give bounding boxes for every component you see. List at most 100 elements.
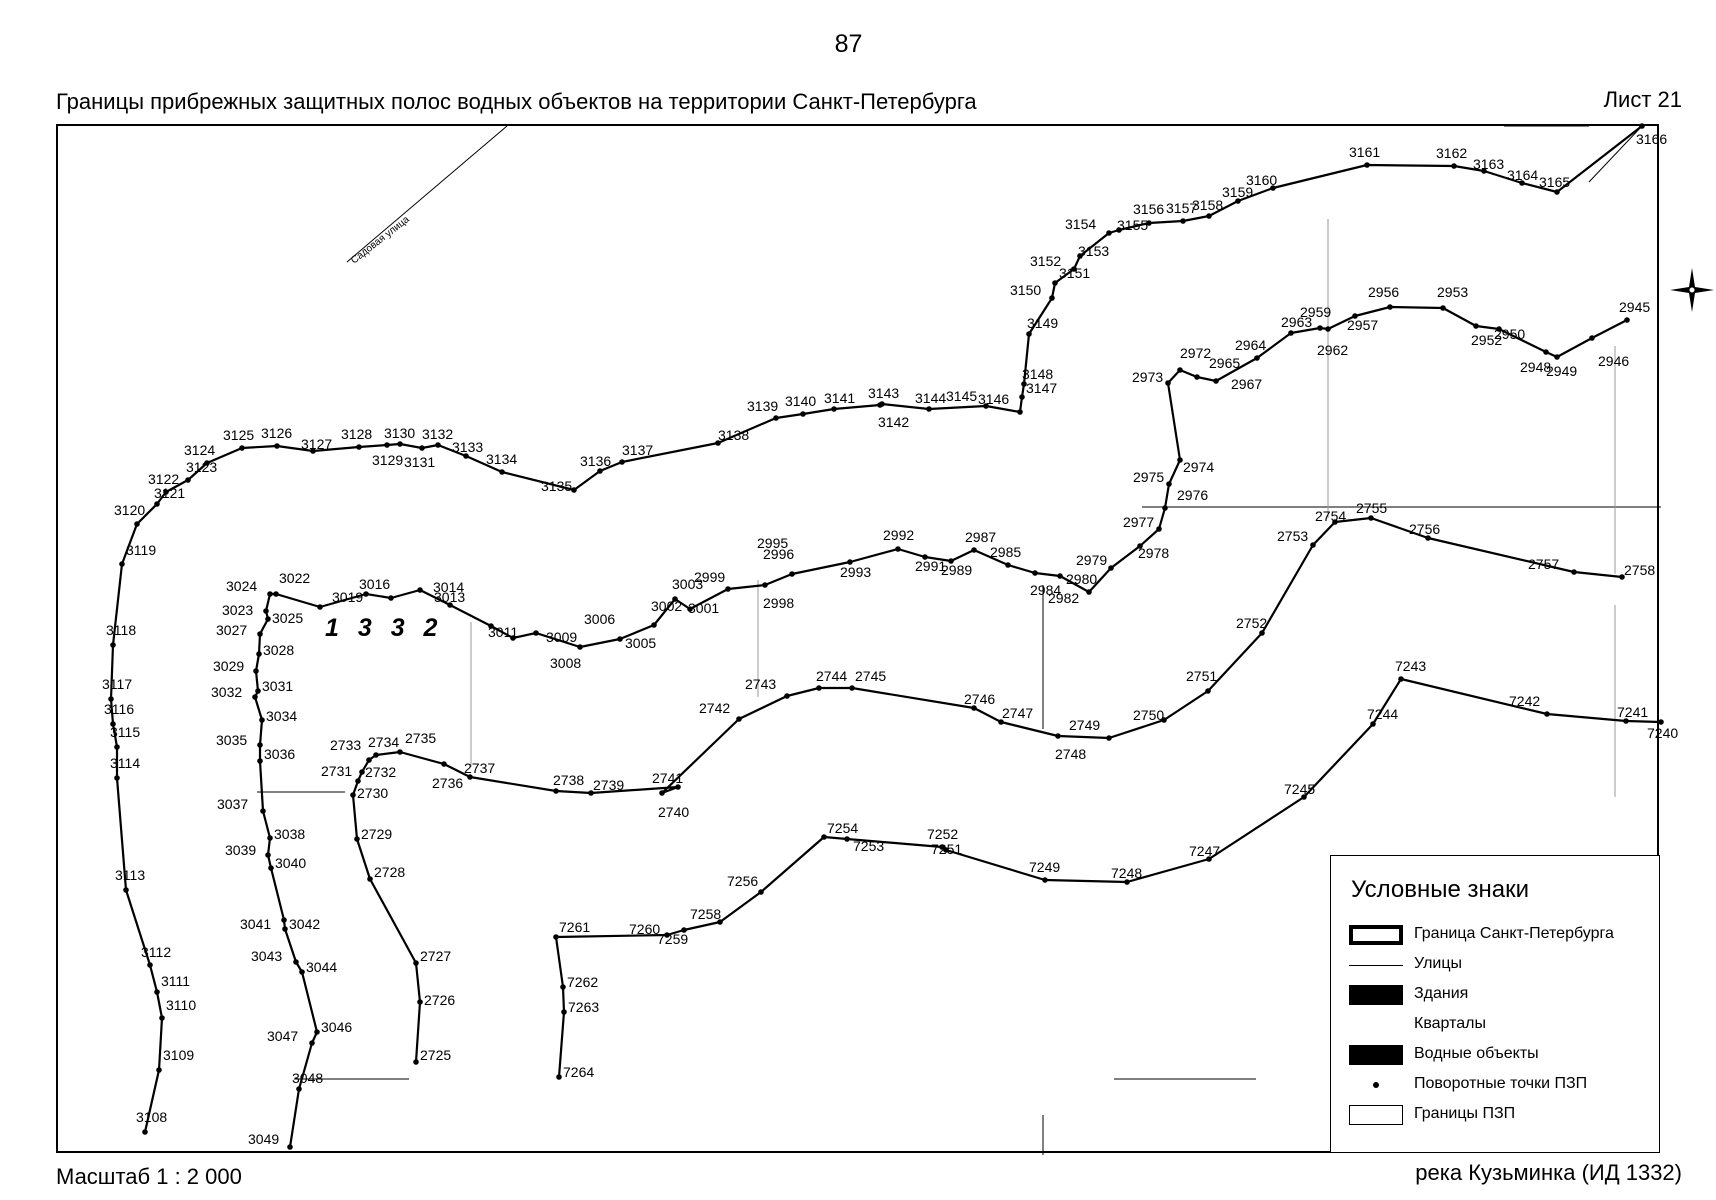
turning-point xyxy=(1162,505,1168,511)
turning-point xyxy=(1180,218,1186,224)
turning-point-label: 3135 xyxy=(541,478,572,494)
turning-point-label: 2949 xyxy=(1546,363,1577,379)
turning-point-label: 3116 xyxy=(104,701,134,717)
turning-point xyxy=(895,546,901,552)
turning-point-label: 3122 xyxy=(148,471,179,487)
turning-point-label: 3140 xyxy=(785,393,816,409)
turning-point-label: 3110 xyxy=(166,997,196,1013)
turning-point-label: 7247 xyxy=(1189,843,1220,859)
turning-point xyxy=(268,865,274,871)
legend-item-city-boundary: Граница Санкт-Петербурга xyxy=(1331,921,1661,949)
turning-point xyxy=(1055,733,1061,739)
turning-point-label: 3109 xyxy=(163,1047,194,1063)
turning-point xyxy=(1270,185,1276,191)
turning-point xyxy=(1032,570,1038,576)
turning-point xyxy=(617,636,623,642)
turning-point-label: 3129 xyxy=(372,452,403,468)
turning-point-label: 3047 xyxy=(267,1028,298,1044)
turning-point xyxy=(114,775,120,781)
turning-point-label: 7260 xyxy=(629,921,660,937)
sheet-label: Лист 21 xyxy=(1603,87,1682,112)
turning-point xyxy=(441,761,447,767)
turning-point xyxy=(367,876,373,882)
turning-point-label: 2993 xyxy=(840,564,871,580)
turning-point-label: 3157 xyxy=(1166,200,1197,216)
turning-point-label: 2754 xyxy=(1315,508,1346,524)
legend-label: Улицы xyxy=(1414,955,1463,972)
city-boundary-symbol xyxy=(1349,925,1403,945)
turning-point-label: 3139 xyxy=(747,398,778,414)
turning-point-label: 2996 xyxy=(763,546,794,562)
turning-point xyxy=(1021,381,1027,387)
legend-label: Кварталы xyxy=(1414,1015,1486,1032)
turning-point xyxy=(263,608,269,614)
turning-point xyxy=(844,836,850,842)
turning-point-label: 2963 xyxy=(1281,314,1312,330)
turning-point xyxy=(926,406,932,412)
turning-point-label: 3002 xyxy=(651,598,682,614)
turning-point-label: 3133 xyxy=(452,439,483,455)
turning-point-label: 3154 xyxy=(1065,216,1096,232)
turning-point xyxy=(588,790,594,796)
turning-point xyxy=(556,1074,562,1080)
turning-point-label: 2748 xyxy=(1055,746,1086,762)
turning-point xyxy=(1017,409,1023,415)
turning-point xyxy=(1106,735,1112,741)
turning-point xyxy=(939,844,945,850)
turning-point xyxy=(784,693,790,699)
turning-point xyxy=(1206,856,1212,862)
turning-point xyxy=(350,792,356,798)
turning-point xyxy=(110,721,116,727)
turning-point xyxy=(282,926,288,932)
turning-point-label: 2750 xyxy=(1133,707,1164,723)
turning-point-label: 7261 xyxy=(559,919,590,935)
turning-point xyxy=(397,749,403,755)
turning-point-label: 3034 xyxy=(266,708,297,724)
turning-point-label: 2728 xyxy=(374,864,405,880)
turning-point-label: 2976 xyxy=(1177,487,1208,503)
turning-point-label: 3029 xyxy=(213,658,244,674)
turning-point xyxy=(1288,330,1294,336)
turning-point-label: 3155 xyxy=(1117,217,1148,233)
turning-point xyxy=(1108,565,1114,571)
turning-point xyxy=(1554,354,1560,360)
turning-point-label: 3142 xyxy=(878,414,909,430)
turning-point-label: 2725 xyxy=(420,1047,451,1063)
turning-point-label: 2959 xyxy=(1300,304,1331,320)
turning-point xyxy=(310,448,316,454)
turning-point xyxy=(384,442,390,448)
turning-point-label: 7262 xyxy=(567,974,598,990)
turning-point-label: 2755 xyxy=(1356,500,1387,516)
turning-point-label: 2991 xyxy=(915,558,946,574)
turning-point-label: 3025 xyxy=(272,610,303,626)
turning-point-label: 3137 xyxy=(622,442,653,458)
turning-point xyxy=(725,586,731,592)
street-line xyxy=(346,125,508,263)
turning-point-label: 3005 xyxy=(625,635,656,651)
turning-point-label: 2745 xyxy=(855,668,886,684)
turning-point-label: 3113 xyxy=(115,867,145,883)
turning-point xyxy=(314,1029,320,1035)
turning-point xyxy=(1254,355,1260,361)
turning-point xyxy=(253,668,259,674)
turning-point-label: 2957 xyxy=(1347,317,1378,333)
turning-point-label: 2982 xyxy=(1048,590,1079,606)
turning-point xyxy=(533,630,539,636)
turning-point xyxy=(309,1040,315,1046)
turning-point xyxy=(142,1129,148,1135)
point-symbol xyxy=(1373,1082,1379,1088)
turning-point xyxy=(687,606,693,612)
map-canvas[interactable]: Садовая улица 31083109311031113112311331… xyxy=(58,123,1678,1155)
turning-point xyxy=(664,932,670,938)
turning-point-label: 7264 xyxy=(563,1064,594,1080)
turning-point-label: 3048 xyxy=(292,1070,323,1086)
turning-point-label: 3001 xyxy=(688,600,719,616)
turning-point xyxy=(1658,719,1664,725)
turning-point-label: 2985 xyxy=(990,544,1021,560)
turning-point-label: 2946 xyxy=(1598,353,1629,369)
turning-point-label: 7249 xyxy=(1029,859,1060,875)
turning-point-label: 3114 xyxy=(110,755,140,771)
turning-point-label: 2974 xyxy=(1183,459,1214,475)
turning-point xyxy=(1116,227,1122,233)
